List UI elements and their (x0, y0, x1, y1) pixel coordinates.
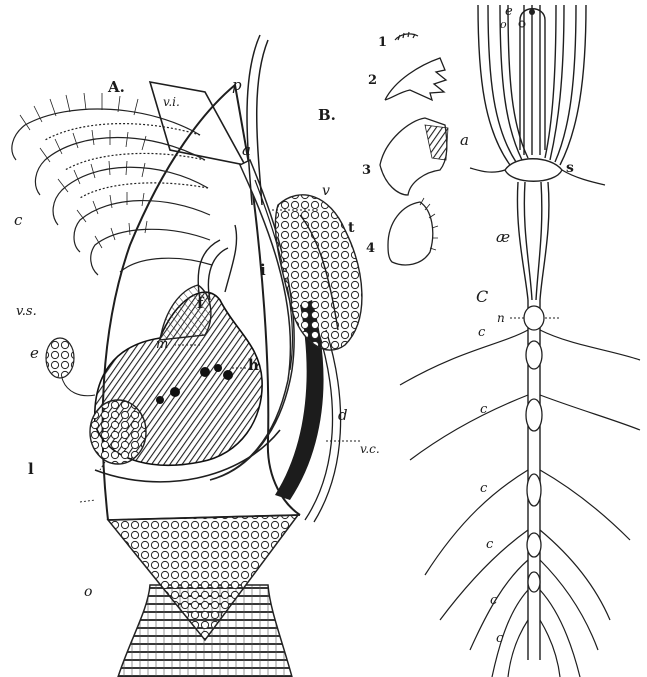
label-c-c5: c (490, 593, 498, 608)
label-b1: 1 (378, 35, 387, 50)
label-e: e (30, 344, 39, 362)
mouthpart-1 (395, 32, 418, 40)
label-o: o (84, 584, 92, 600)
label-c-a: a (460, 131, 469, 149)
label-c-c1: c (478, 325, 486, 340)
label-c-c3: c (480, 481, 488, 496)
egg (46, 338, 74, 378)
label-vi: v.i. (163, 95, 180, 109)
mouthpart-4 (388, 202, 433, 265)
lateral-nerves (400, 330, 640, 677)
ganglion-s (505, 159, 562, 182)
label-d: d (338, 406, 348, 424)
label-vc: v.c. (360, 442, 380, 456)
label-p: p (232, 76, 242, 94)
label-h: h (248, 356, 259, 374)
label-c: c (14, 211, 23, 229)
panel-b-title: B. (318, 106, 336, 124)
label-c-ae: æ (496, 228, 510, 246)
label-b4: 4 (366, 241, 375, 256)
label-v: v (322, 183, 330, 199)
cirri (12, 109, 212, 275)
ovary (90, 400, 146, 464)
label-l: l (28, 460, 34, 478)
panel-c-title: C (476, 287, 488, 306)
label-c-c6: c (496, 631, 504, 646)
label-b2: 2 (368, 73, 377, 88)
mouthpart-2 (385, 58, 446, 100)
ventral-ganglia (524, 306, 544, 592)
testis (275, 195, 362, 350)
label-a: a (242, 141, 251, 159)
panel-a-drawing (12, 35, 362, 677)
label-c-e: e (505, 4, 513, 19)
label-t: t (348, 220, 355, 236)
label-vs: v.s. (16, 304, 37, 319)
panel-a-title: A. (107, 78, 125, 96)
label-c-n: n (497, 311, 505, 325)
label-m: m (156, 337, 168, 352)
label-c-s: s (566, 160, 574, 176)
label-c-c4: c (486, 537, 494, 552)
label-c-o: o (500, 18, 507, 31)
label-c-c2: c (480, 402, 488, 417)
label-i: i (260, 261, 266, 279)
panel-c-labels: e o a s æ C n c c c c c c (460, 4, 574, 646)
label-b3: 3 (362, 163, 371, 178)
panel-c-drawing (400, 5, 640, 677)
